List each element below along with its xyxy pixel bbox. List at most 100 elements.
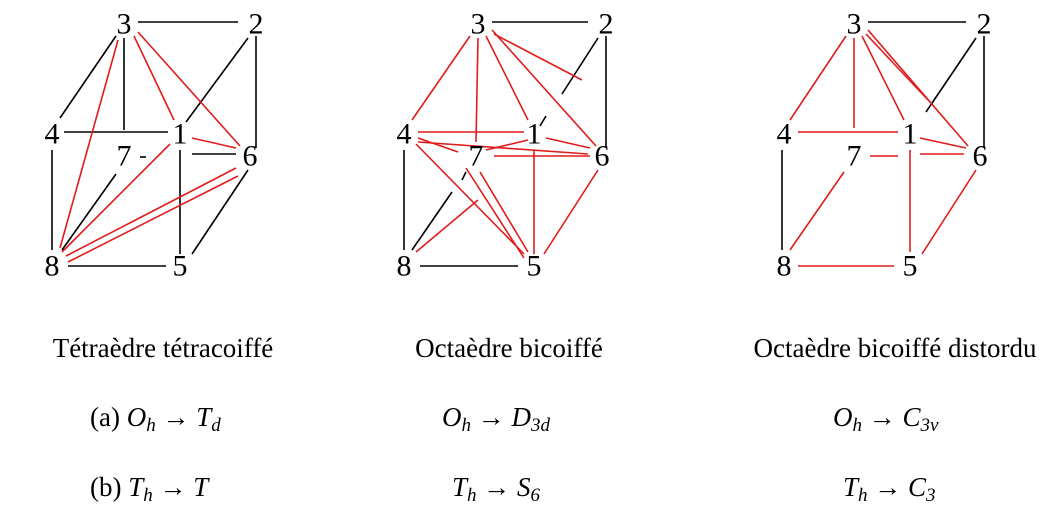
vertex-label-4: 4	[45, 118, 60, 151]
relation-to: T	[193, 472, 209, 502]
edge-3-1	[861, 35, 905, 121]
relation-to: C	[902, 402, 921, 432]
relation-from: O	[833, 402, 853, 432]
vertex-label-8: 8	[777, 250, 792, 283]
panel-3-vertex-labels: 3 2 4 1 7 6 8 5	[777, 8, 992, 283]
vertex-label-3: 3	[847, 8, 862, 41]
edge-1-6-red	[191, 137, 237, 149]
edge-4-7	[417, 137, 459, 153]
edge-7-tick	[461, 171, 467, 181]
edge-3-4	[411, 35, 471, 121]
vertex-label-5: 5	[903, 250, 918, 283]
panel-2-edges	[403, 21, 607, 267]
edge-1-6	[919, 137, 967, 149]
edge-8-6-upper	[65, 167, 237, 257]
relation-arrow: →	[477, 402, 505, 432]
panel-tetraedre-tetracoiffe: 3 2 4 1 7 6 8 5	[45, 8, 264, 283]
relation-arrow: →	[159, 472, 187, 502]
edge-8-1	[61, 143, 171, 253]
vertex-label-2: 2	[599, 8, 614, 41]
vertex-label-3: 3	[471, 8, 486, 41]
edge-3-5	[493, 33, 583, 81]
relation-a-panel-3: Oh → C3v	[833, 402, 939, 436]
edge-4-5	[415, 143, 525, 255]
edge-3-1	[133, 35, 175, 121]
vertex-label-4: 4	[777, 118, 792, 151]
panel-3-edges	[781, 21, 985, 267]
edge-8-1	[415, 199, 479, 253]
relation-from-sub: h	[467, 485, 477, 506]
relation-to-sub: 6	[530, 485, 541, 506]
edge-3-6	[867, 29, 969, 147]
relation-to-sub: d	[211, 415, 221, 436]
relation-from: T	[452, 472, 468, 502]
edge-2-1	[185, 37, 249, 123]
relation-a-prefix: (a)	[90, 402, 120, 432]
relation-arrow: →	[162, 402, 190, 432]
vertex-label-3: 3	[117, 8, 132, 41]
relation-to-sub: 3d	[531, 415, 550, 436]
edge-3-4	[789, 35, 847, 121]
relation-to-sub: 3	[926, 485, 936, 506]
edge-6-5	[543, 169, 599, 255]
edge-3-1b	[865, 33, 929, 101]
panel-octaedre-bicoiffe-distordu: 3 2 4 1 7 6 8 5	[777, 8, 992, 283]
relation-to-sub: 3v	[920, 415, 939, 436]
panel-octaedre-bicoiffe: 3 2 4 1 7 6 8 5	[397, 8, 614, 283]
relation-to: S	[517, 472, 531, 502]
relation-from-sub: h	[858, 485, 868, 506]
relation-b-panel-2: Th → S6	[452, 472, 541, 506]
vertex-label-8: 8	[45, 250, 60, 283]
edge-8-7	[411, 191, 453, 251]
relation-from-sub: h	[143, 485, 153, 506]
vertex-label-7: 7	[117, 140, 132, 173]
edge-2-1-stub	[561, 37, 599, 95]
edge-3-7	[475, 37, 479, 143]
relation-to: C	[908, 472, 927, 502]
relation-from: O	[442, 402, 462, 432]
panel-1-vertex-labels: 3 2 4 1 7 6 8 5	[45, 8, 264, 283]
relation-from: O	[126, 402, 147, 432]
vertex-label-6: 6	[973, 140, 988, 173]
edge-1-6	[545, 137, 591, 149]
relation-b-panel-1: (b) Th → T	[90, 472, 209, 506]
vertex-label-4: 4	[397, 118, 412, 151]
vertex-label-1: 1	[173, 118, 188, 151]
vertex-label-1: 1	[527, 118, 542, 151]
vertex-label-2: 2	[977, 8, 992, 41]
edge-8-7	[789, 171, 845, 251]
relation-from-sub: h	[852, 415, 863, 436]
vertex-label-2: 2	[249, 8, 264, 41]
edge-8-7	[61, 173, 117, 251]
relation-to: T	[196, 402, 212, 432]
vertex-label-6: 6	[243, 140, 258, 173]
vertex-label-8: 8	[397, 250, 412, 283]
vertex-label-7: 7	[469, 140, 484, 173]
caption-tetraedre-tetracoiffe: Tétraèdre tétracoiffé	[52, 333, 274, 363]
vertex-label-1: 1	[903, 118, 918, 151]
edge-1-tick	[539, 115, 547, 127]
relation-from: T	[128, 472, 144, 502]
relation-arrow: →	[868, 402, 896, 432]
edge-3-8	[59, 39, 119, 249]
relation-from: T	[843, 472, 859, 502]
edge-3-1	[485, 35, 529, 121]
edge-3-6	[491, 29, 597, 147]
panel-2-vertex-labels: 3 2 4 1 7 6 8 5	[397, 8, 614, 283]
edge-7-1	[485, 139, 529, 151]
caption-octaedre-bicoiffe-distordu: Octaèdre bicoiffé distordu	[753, 333, 1037, 363]
edge-6-5	[921, 169, 977, 255]
edge-4-5-b	[465, 167, 525, 259]
vertex-label-5: 5	[173, 250, 188, 283]
edge-2-1	[925, 37, 977, 113]
vertex-label-7: 7	[847, 140, 862, 173]
caption-octaedre-bicoiffe: Octaèdre bicoiffé	[415, 333, 603, 363]
vertex-label-6: 6	[595, 140, 610, 173]
panel-1-edges	[51, 21, 257, 267]
edge-3-6	[137, 31, 241, 147]
relation-to: D	[511, 402, 532, 432]
relation-a-panel-2: Oh → D3d	[442, 402, 550, 436]
relation-from-sub: h	[461, 415, 472, 436]
edge-7-5	[479, 171, 529, 253]
